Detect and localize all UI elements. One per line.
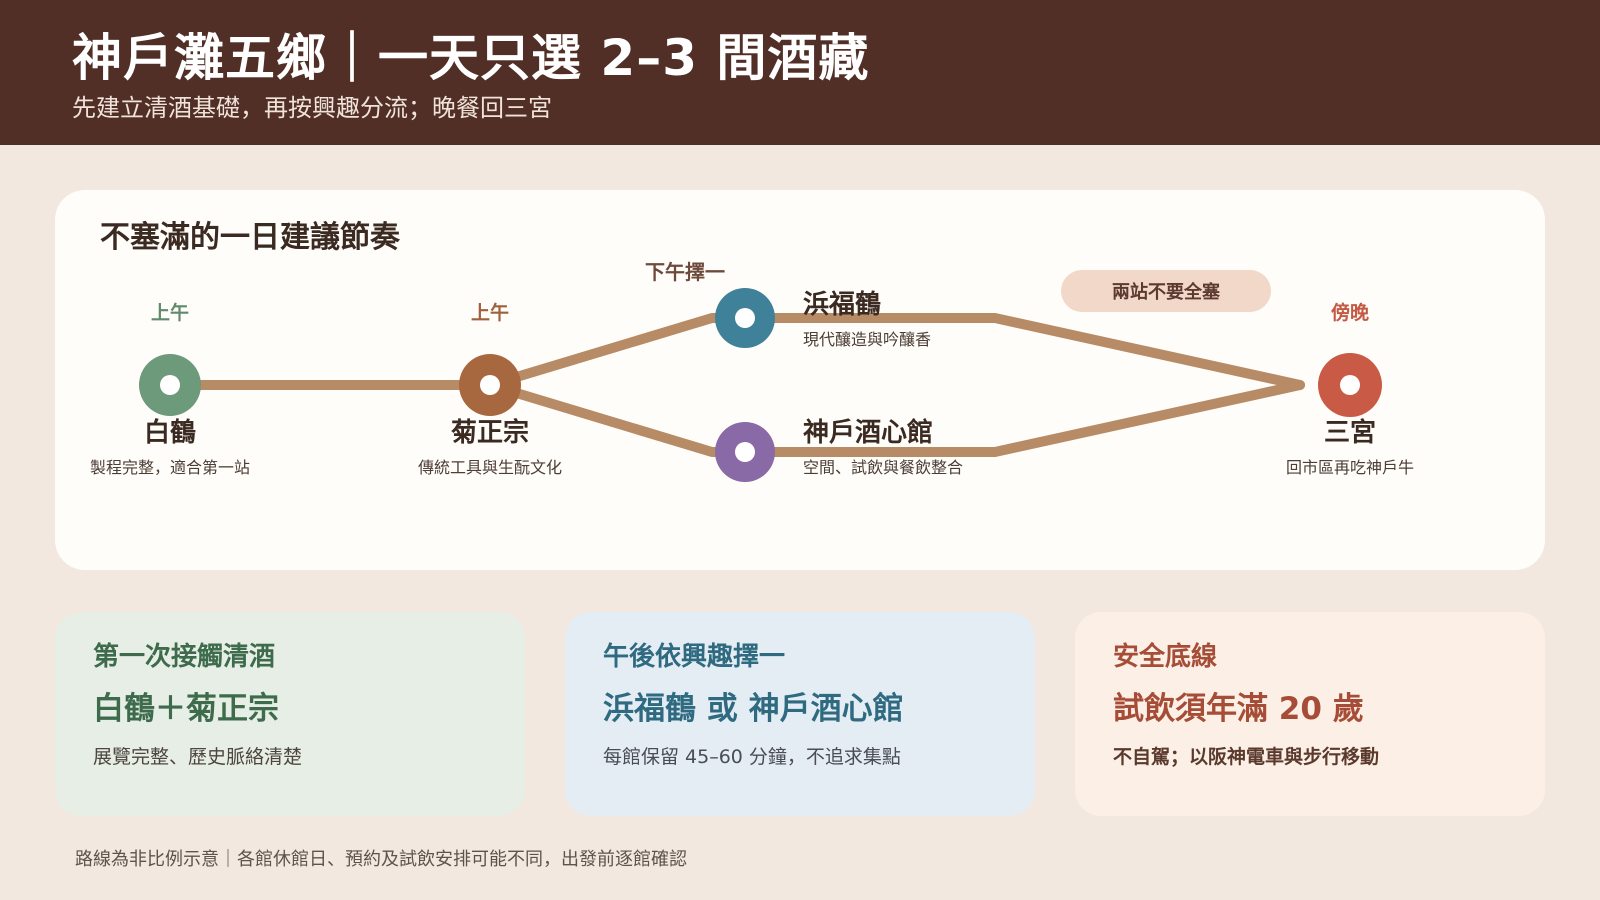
tip-card-headline: 浜福鶴 或 神戶酒心館: [603, 691, 904, 727]
stop-hamafukutsuru-name: 浜福鶴: [803, 290, 882, 320]
stop-sannomiya-marker: [1318, 353, 1382, 417]
stop-hakutsuru-desc: 製程完整，適合第一站: [89, 458, 251, 477]
tip-card-afternoon: 午後依興趣擇一 浜福鶴 或 神戶酒心館 每館保留 45–60 分鐘，不追求集點: [565, 612, 1035, 816]
tip-card-title: 安全底線: [1113, 642, 1218, 672]
tip-card-headline: 試飲須年滿 20 歲: [1113, 691, 1364, 727]
page-subtitle: 先建立清酒基礎，再按興趣分流；晚餐回三宮: [72, 94, 552, 122]
stop-hakutsuru-time: 上午: [150, 302, 190, 324]
stop-kikumasamune-marker: [459, 354, 521, 416]
stop-shushinkan-marker: [715, 422, 775, 482]
afternoon-choice-label: 下午擇一: [645, 260, 725, 284]
stop-hamafukutsuru-marker: [715, 288, 775, 348]
stop-sannomiya-name: 三宮: [1323, 418, 1377, 448]
tip-card-desc: 展覽完整、歷史脈絡清楚: [93, 746, 303, 768]
footnote: 路線為非比例示意｜各館休館日、預約及試飲安排可能不同，出發前逐館確認: [75, 849, 687, 870]
route-line-lower: [485, 380, 1305, 457]
tip-card-first-timer: 第一次接觸清酒 白鶴＋菊正宗 展覽完整、歷史脈絡清楚: [55, 612, 525, 816]
stop-shushinkan-name: 神戶酒心館: [803, 418, 934, 448]
stop-sannomiya-time: 傍晚: [1330, 302, 1370, 324]
route-diagram: [139, 288, 1382, 482]
stop-hakutsuru-name: 白鶴: [143, 418, 197, 448]
route-card: 不塞滿的一日建議節奏 上午 白鶴 製程完整，適合第一站: [55, 190, 1545, 570]
stop-kikumasamune-name: 菊正宗: [450, 418, 530, 448]
header: 神戶灘五鄉｜一天只選 2–3 間酒藏 先建立清酒基礎，再按興趣分流；晚餐回三宮: [0, 0, 1600, 145]
route-lines: [165, 313, 1305, 457]
route-line-upper: [485, 313, 1305, 390]
tip-card-desc: 不自駕；以阪神電車與步行移動: [1113, 746, 1380, 768]
tip-card-title: 第一次接觸清酒: [93, 642, 276, 672]
tip-card-headline: 白鶴＋菊正宗: [93, 691, 279, 727]
page-title: 神戶灘五鄉｜一天只選 2–3 間酒藏: [72, 29, 870, 87]
stop-kikumasamune-time: 上午: [470, 302, 510, 324]
route-title: 不塞滿的一日建議節奏: [100, 220, 400, 255]
tip-card-safety: 安全底線 試飲須年滿 20 歲 不自駕；以阪神電車與步行移動: [1075, 612, 1545, 816]
tip-card-title: 午後依興趣擇一: [603, 642, 786, 672]
stop-kikumasamune-desc: 傳統工具與生酛文化: [417, 458, 563, 477]
tip-card-desc: 每館保留 45–60 分鐘，不追求集點: [603, 746, 901, 768]
stop-sannomiya-desc: 回市區再吃神戶牛: [1285, 458, 1415, 477]
stop-hakutsuru-marker: [139, 354, 201, 416]
stop-hamafukutsuru-desc: 現代釀造與吟釀香: [803, 330, 932, 349]
not-both-stops-badge: 兩站不要全塞: [1061, 270, 1271, 312]
stop-shushinkan-desc: 空間、試飲與餐飲整合: [803, 458, 964, 477]
